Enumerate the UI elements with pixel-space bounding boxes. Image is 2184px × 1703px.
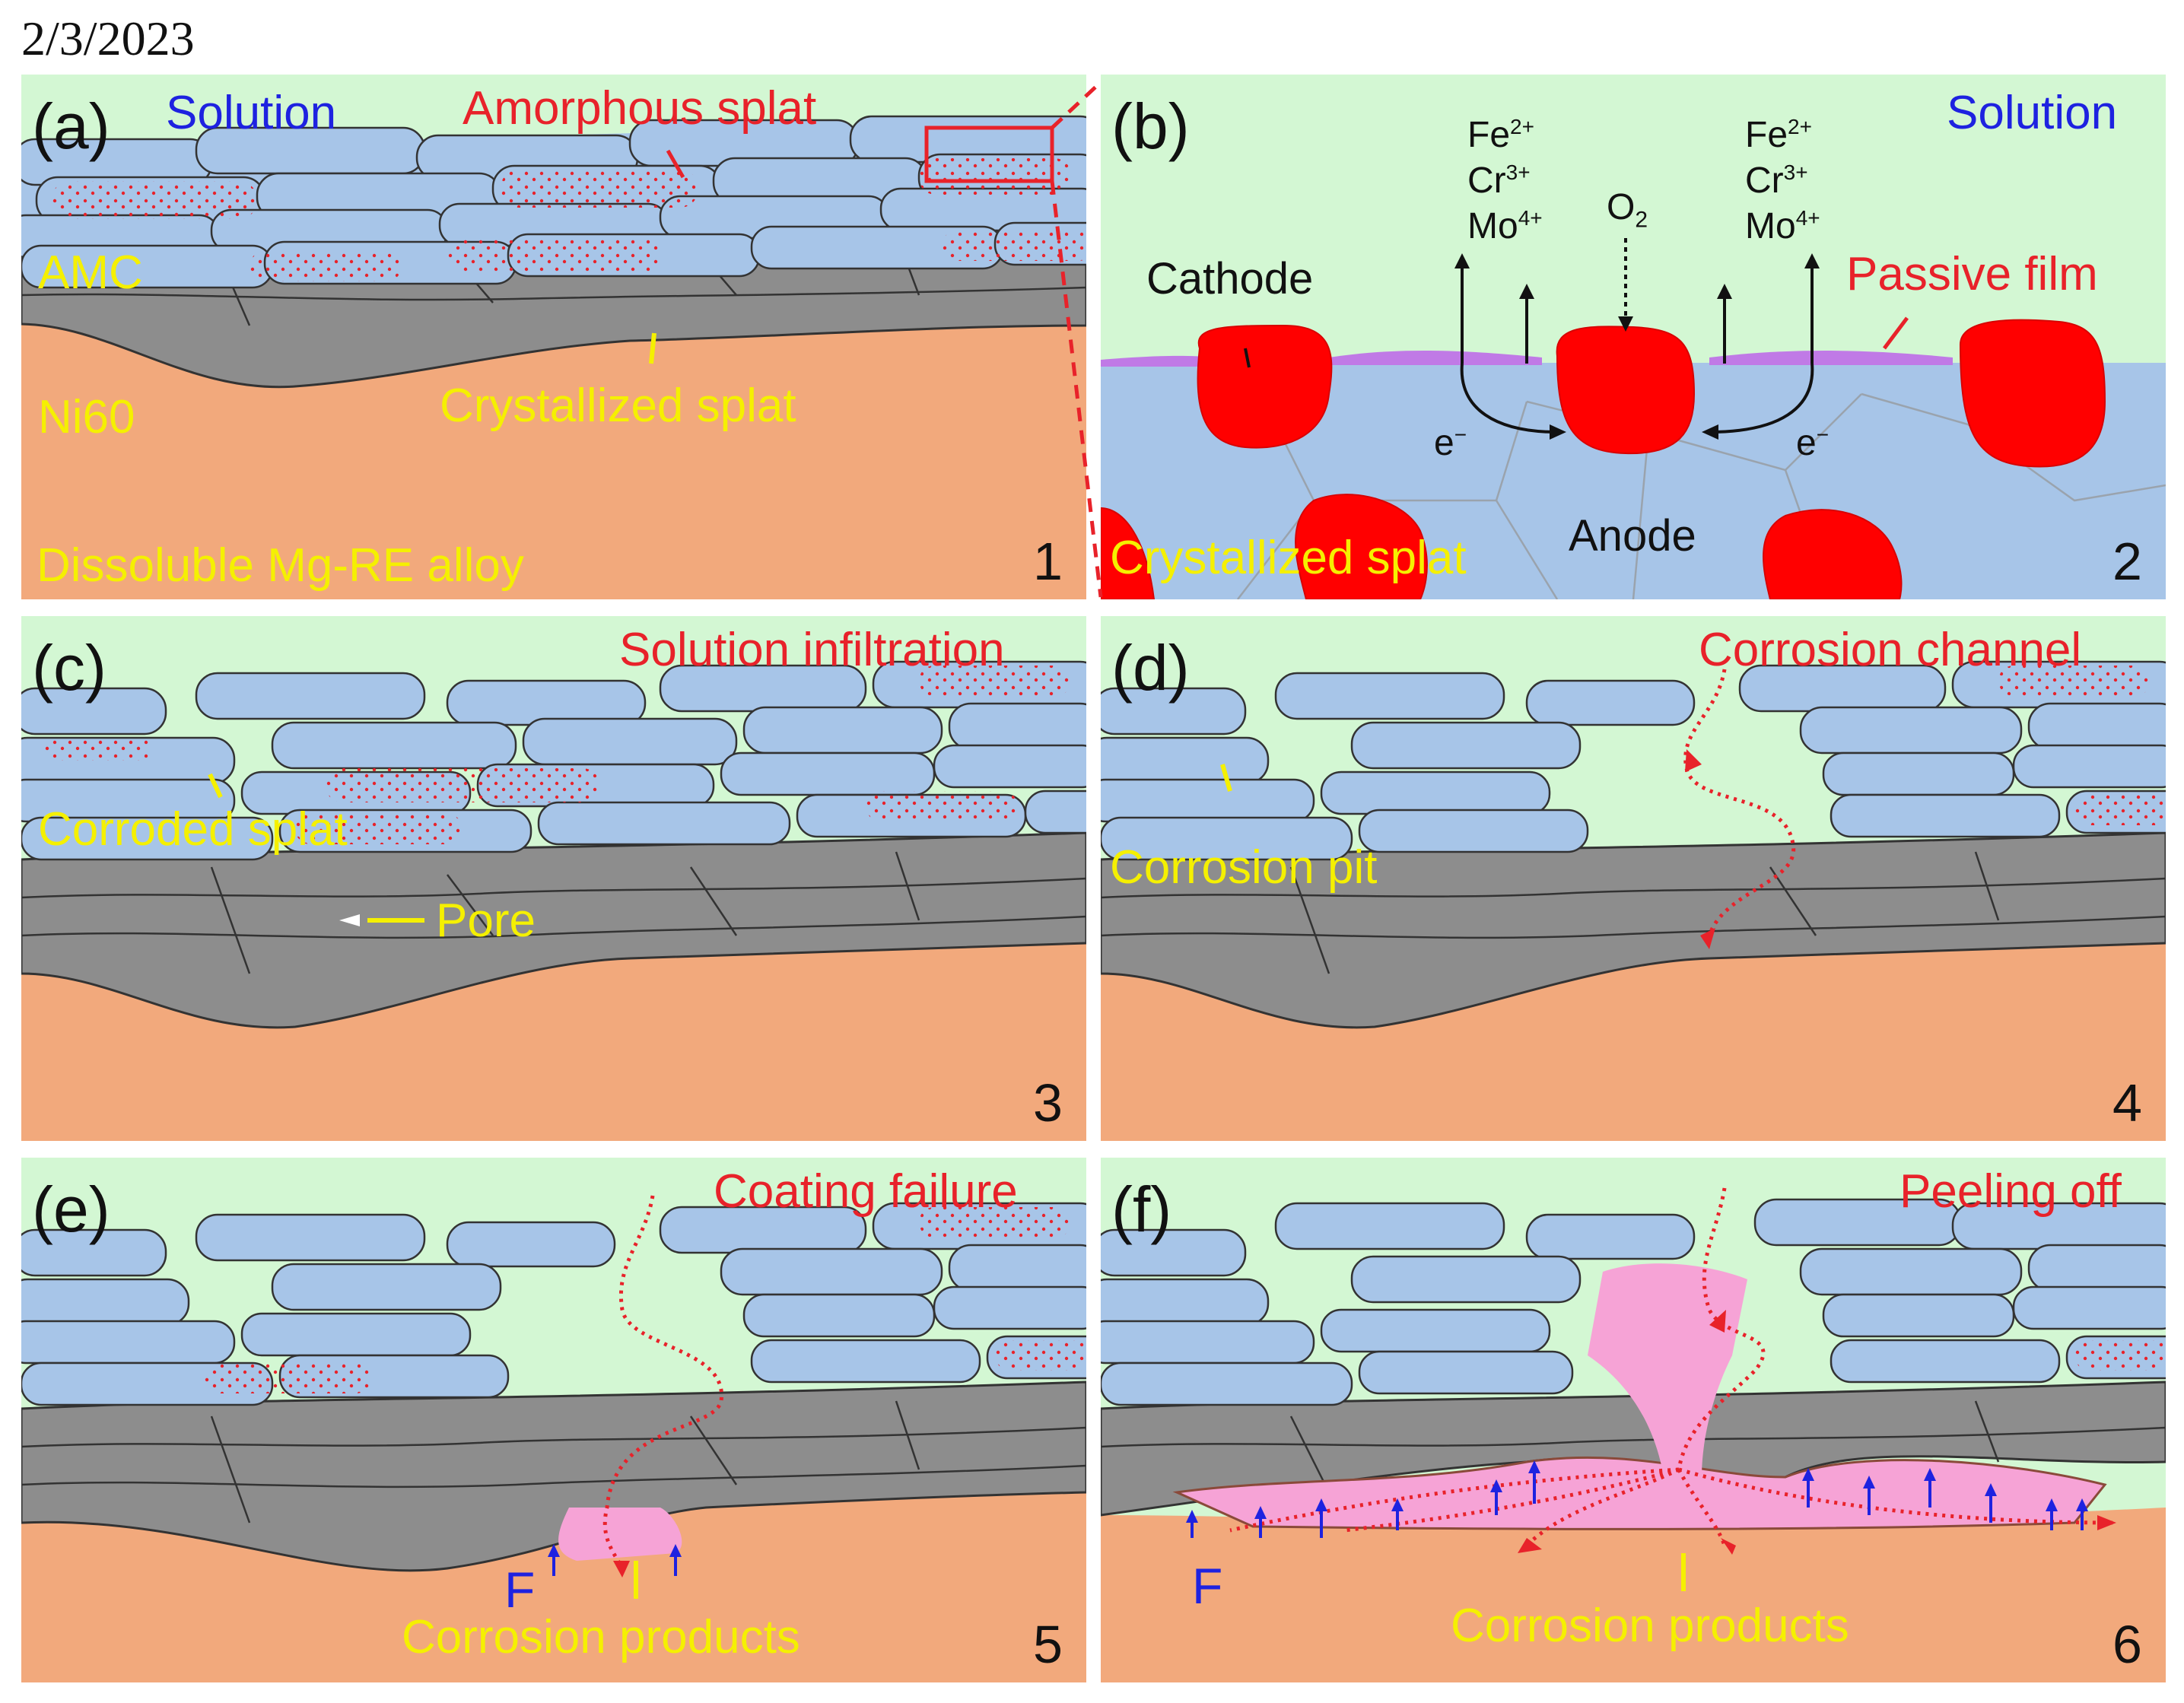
panel-number-6: 6: [2112, 1615, 2142, 1674]
corrosion-products-label-f: Corrosion products: [1451, 1600, 1849, 1652]
coating-cross-section-f: [1101, 1187, 2166, 1682]
force-label-e: F: [504, 1562, 536, 1618]
coating-cross-section-c: [21, 660, 1086, 1141]
solution-label: Solution: [166, 87, 337, 139]
corrosion-products-label-e: Corrosion products: [402, 1611, 800, 1663]
panel-letter-f: (f): [1111, 1174, 1172, 1245]
ion-list-left: Fe2+ Cr3+ Mo4+: [1467, 115, 1543, 246]
anode-label: Anode: [1569, 511, 1696, 561]
coating-cross-section-d: [1101, 660, 2166, 1141]
date-label: 2/3/2023: [21, 11, 195, 65]
panel-c: (c) Solution infiltration Corroded splat…: [21, 616, 1086, 1141]
panel-number-2: 2: [2112, 532, 2142, 591]
panel-d: (d) Corrosion channel Corrosion pit 4: [1101, 616, 2166, 1141]
panel-letter-d: (d): [1111, 632, 1190, 704]
corrosion-pit-label: Corrosion pit: [1110, 841, 1378, 894]
passive-film-label: Passive film: [1846, 248, 2098, 300]
solution-label-b: Solution: [1947, 87, 2118, 139]
crystallized-splat-label-b: Crystallized splat: [1110, 532, 1467, 584]
solution-infiltration-label: Solution infiltration: [619, 624, 1005, 676]
corrosion-channel-label: Corrosion channel: [1699, 624, 2082, 676]
panel-number-1: 1: [1033, 532, 1063, 591]
coating-cross-section-a: [21, 115, 1086, 599]
panel-letter-a: (a): [32, 91, 110, 162]
panel-b: (b) Solution Fe2+ Cr3+ Mo4+ Fe2+ Cr3+ Mo…: [1101, 75, 2166, 599]
substrate-label: Dissoluble Mg-RE alloy: [37, 539, 524, 592]
corroded-splat-label: Corroded splat: [38, 803, 348, 856]
electron-label-right: e−: [1796, 423, 1830, 463]
amorphous-splat-label: Amorphous splat: [463, 82, 817, 135]
panel-number-3: 3: [1033, 1073, 1063, 1133]
coating-failure-label: Coating failure: [714, 1165, 1018, 1218]
microcell-schematic-b: [1101, 238, 2166, 599]
oxygen-label: O2: [1607, 187, 1648, 233]
panel-number-5: 5: [1033, 1615, 1063, 1674]
pore-label: Pore: [436, 894, 536, 947]
peeling-off-label: Peeling off: [1899, 1165, 2122, 1218]
crystallized-splat-label: Crystallized splat: [440, 380, 796, 432]
ion-list-right: Fe2+ Cr3+ Mo4+: [1745, 115, 1820, 246]
panel-a: (a) Solution Amorphous splat AMC Ni60 Cr…: [21, 75, 1086, 599]
cathode-label: Cathode: [1146, 254, 1314, 303]
amc-label: AMC: [38, 246, 143, 299]
panel-letter-b: (b): [1111, 91, 1190, 162]
coating-cross-section-e: [21, 1195, 1086, 1682]
electron-label-left: e−: [1434, 423, 1467, 463]
panel-letter-c: (c): [32, 632, 106, 704]
panel-letter-e: (e): [32, 1174, 110, 1245]
panel-f: (f) Peeling off F Corrosion products 6: [1101, 1158, 2166, 1682]
panel-e: (e) Coating failure F Corrosion products…: [21, 1158, 1086, 1682]
force-label-f: F: [1192, 1558, 1223, 1614]
ni60-label: Ni60: [38, 391, 135, 443]
panel-number-4: 4: [2112, 1073, 2142, 1133]
